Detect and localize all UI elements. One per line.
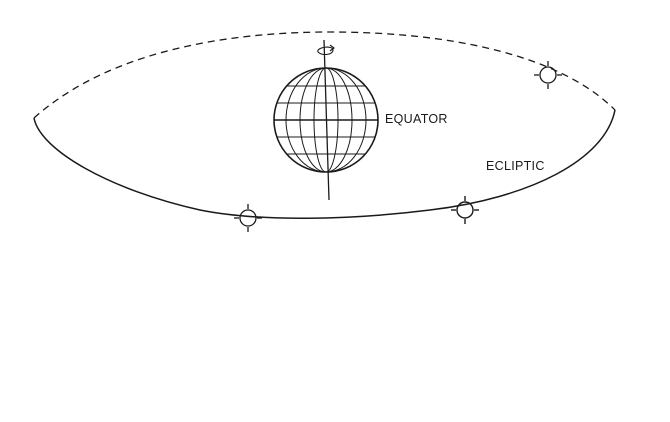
equator-label: EQUATOR [385,112,448,126]
sun-icon [234,204,262,232]
globe-icon [273,39,379,201]
ecliptic-far-side [33,31,616,119]
ecliptic-orbit [33,31,616,219]
sun-icon [534,61,562,89]
rotation-axis [323,39,330,201]
rotation-arrow-icon [317,44,335,55]
ecliptic-near-side [33,109,616,219]
ecliptic-label: ECLIPTIC [486,159,545,173]
sun-icon [451,196,479,224]
